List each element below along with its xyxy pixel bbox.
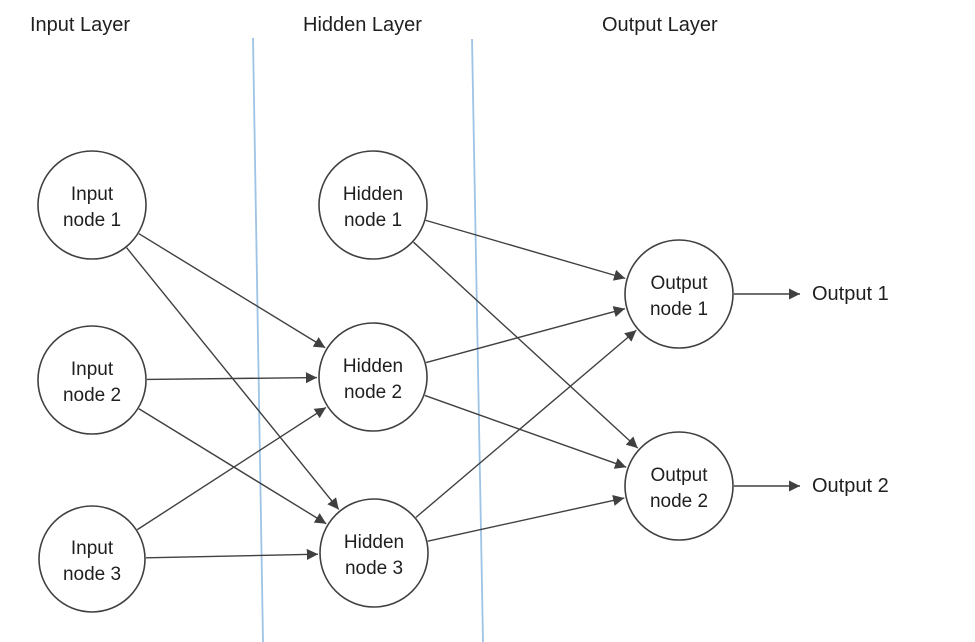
node-input-3: Input node 3 (38, 505, 146, 613)
node-hidden-2: Hidden node 2 (318, 322, 428, 432)
node-label-line-2: node 2 (650, 491, 708, 512)
node-input-2: Input node 2 (37, 325, 147, 435)
node-hidden-1: Hidden node 1 (318, 150, 428, 260)
node-label-output-1: Output node 1 (650, 273, 708, 320)
node-label-output-2: Output node 2 (650, 465, 708, 512)
node-circle-hidden-1 (318, 150, 428, 260)
connector-hidden-1-to-output-2 (413, 241, 639, 449)
layer-title-input-layer: Input Layer (30, 14, 130, 36)
node-label-input-3: Input node 3 (63, 538, 121, 585)
node-label-line-1: Output (650, 465, 708, 486)
node-circle-input-2 (37, 325, 147, 435)
node-circle-hidden-3 (319, 498, 429, 608)
node-label-line-1: Hidden (343, 356, 403, 377)
node-hidden-3: Hidden node 3 (319, 498, 429, 608)
node-output-2: Output node 2 (624, 431, 734, 541)
node-circle-output-2 (624, 431, 734, 541)
node-output-1: Output node 1 (624, 239, 734, 349)
node-label-line-2: node 3 (63, 564, 121, 585)
node-label-line-2: node 1 (344, 210, 402, 231)
node-label-line-2: node 1 (650, 299, 708, 320)
divider-hidden-output (471, 38, 484, 642)
external-output-label-2: Output 2 (812, 475, 889, 497)
node-circle-hidden-2 (318, 322, 428, 432)
node-label-hidden-1: Hidden node 1 (343, 184, 403, 231)
node-circle-output-1 (624, 239, 734, 349)
node-label-line-2: node 1 (63, 210, 121, 231)
node-label-line-1: Input (71, 184, 114, 205)
node-label-line-1: Hidden (343, 184, 403, 205)
node-circle-input-3 (38, 505, 146, 613)
connector-hidden-2-to-output-2 (424, 394, 627, 469)
node-label-line-1: Output (650, 273, 708, 294)
node-label-line-2: node 3 (345, 558, 403, 579)
node-input-1: Input node 1 (37, 150, 147, 260)
node-label-line-1: Input (71, 538, 114, 559)
node-label-input-2: Input node 2 (63, 359, 121, 406)
connector-input-1-to-hidden-2 (138, 233, 326, 349)
node-label-line-2: node 2 (344, 382, 402, 403)
connector-input-2-to-hidden-3 (138, 408, 327, 525)
node-label-hidden-3: Hidden node 3 (344, 532, 404, 579)
divider-input-hidden (252, 37, 264, 642)
layer-title-output-layer: Output Layer (602, 14, 718, 36)
node-label-line-2: node 2 (63, 385, 121, 406)
node-label-line-1: Hidden (344, 532, 404, 553)
node-circle-input-1 (37, 150, 147, 260)
node-label-input-1: Input node 1 (63, 184, 121, 231)
connector-hidden-1-to-output-1 (425, 219, 626, 281)
connector-input-3-to-hidden-3 (145, 548, 319, 561)
node-label-hidden-2: Hidden node 2 (343, 356, 403, 403)
connector-hidden-2-to-output-1 (425, 306, 626, 364)
connector-hidden-3-to-output-2 (427, 494, 625, 542)
node-label-line-1: Input (71, 359, 114, 380)
connector-input-3-to-hidden-2 (136, 406, 327, 531)
external-output-label-1: Output 1 (812, 283, 889, 305)
layer-title-hidden-layer: Hidden Layer (303, 14, 422, 36)
connector-hidden-3-to-output-1 (415, 329, 637, 518)
connector-input-2-to-hidden-2 (146, 372, 318, 384)
